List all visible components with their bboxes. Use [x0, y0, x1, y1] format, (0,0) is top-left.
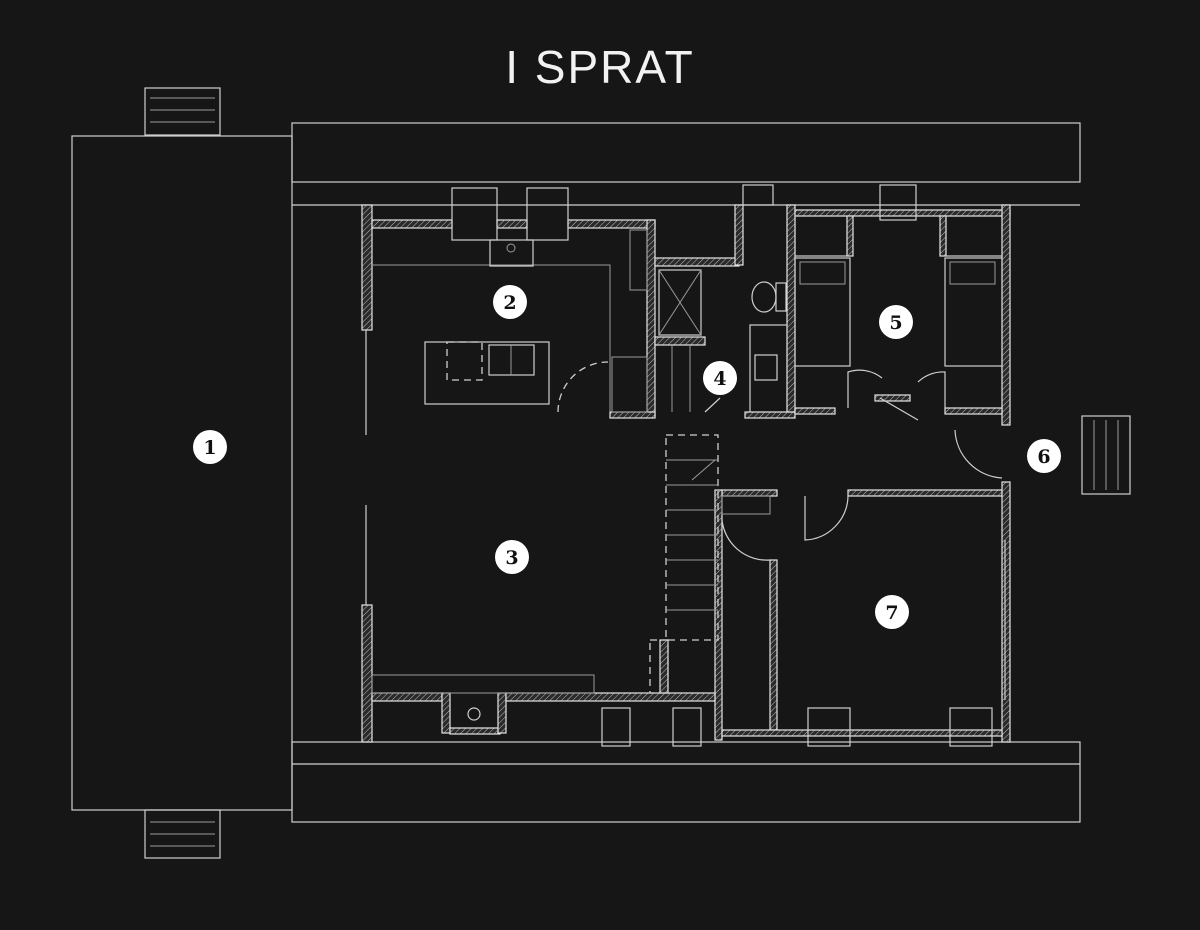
- plan-title: I SPRAT: [505, 41, 695, 93]
- room-marker-7: 7: [875, 595, 909, 629]
- svg-text:1: 1: [203, 437, 216, 459]
- svg-text:5: 5: [889, 312, 902, 334]
- room-marker-3: 3: [495, 540, 529, 574]
- doors: [371, 397, 1006, 721]
- room-marker-5: 5: [879, 305, 913, 339]
- svg-text:7: 7: [885, 602, 898, 624]
- windows: [365, 184, 993, 747]
- stairs-right: [1081, 415, 1131, 495]
- bathroom-fixtures: [658, 269, 788, 413]
- bunk-room-fixtures: [794, 215, 1003, 421]
- room-marker-2: 2: [493, 285, 527, 319]
- interior-stairs: [649, 434, 719, 694]
- kitchen-fixtures: [372, 229, 648, 413]
- top-roof-band: [291, 122, 1081, 183]
- svg-text:4: 4: [713, 368, 726, 390]
- stairs-top-left: [144, 87, 221, 136]
- bottom-roof-band: [291, 741, 1081, 823]
- svg-text:6: 6: [1037, 446, 1050, 468]
- svg-text:3: 3: [505, 547, 518, 569]
- left-deck: [71, 135, 293, 811]
- svg-text:2: 2: [503, 292, 516, 314]
- room-marker-6: 6: [1027, 439, 1061, 473]
- walls: [361, 204, 1011, 743]
- room-marker-4: 4: [703, 361, 737, 395]
- room-marker-1: 1: [193, 430, 227, 464]
- stairs-bottom-left: [144, 809, 221, 859]
